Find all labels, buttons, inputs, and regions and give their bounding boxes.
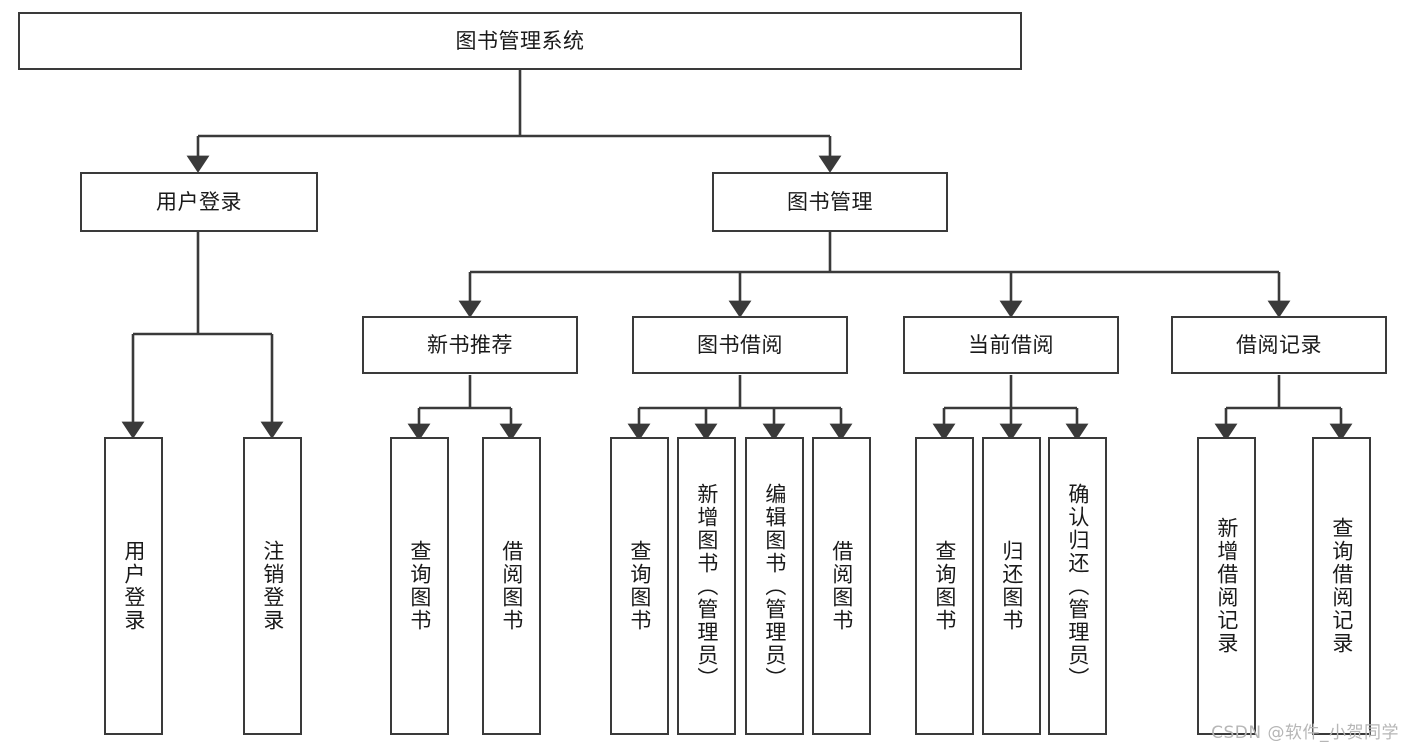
leaf-add-borrow-record[interactable]: 新增借阅记录: [1197, 437, 1256, 735]
leaf-query-book-recommend[interactable]: 查询图书: [390, 437, 449, 735]
node-label: 编辑图书（管理员）: [762, 482, 787, 690]
leaf-logout-login[interactable]: 注销登录: [243, 437, 302, 735]
leaf-add-book[interactable]: 新增图书（管理员）: [677, 437, 736, 735]
node-book-borrow[interactable]: 图书借阅: [632, 316, 848, 374]
node-label: 图书借阅: [697, 332, 783, 357]
node-label: 归还图书: [999, 540, 1024, 632]
leaf-edit-book[interactable]: 编辑图书（管理员）: [745, 437, 804, 735]
leaf-query-book-current[interactable]: 查询图书: [915, 437, 974, 735]
node-label: 图书管理系统: [455, 28, 585, 53]
node-label: 借阅记录: [1236, 332, 1322, 357]
leaf-confirm-return[interactable]: 确认归还（管理员）: [1048, 437, 1107, 735]
node-label: 确认归还（管理员）: [1065, 482, 1090, 690]
node-book-management[interactable]: 图书管理: [712, 172, 948, 232]
node-label: 借阅图书: [829, 540, 854, 632]
node-root-system[interactable]: 图书管理系统: [18, 12, 1022, 70]
node-label: 图书管理: [787, 189, 873, 214]
node-label: 查询借阅记录: [1329, 517, 1354, 655]
leaf-user-login[interactable]: 用户登录: [104, 437, 163, 735]
node-label: 用户登录: [156, 189, 242, 214]
node-borrow-record[interactable]: 借阅记录: [1171, 316, 1387, 374]
node-label: 查询图书: [627, 540, 652, 632]
node-label: 借阅图书: [499, 540, 524, 632]
leaf-borrow-book[interactable]: 借阅图书: [812, 437, 871, 735]
leaf-borrow-book-recommend[interactable]: 借阅图书: [482, 437, 541, 735]
leaf-return-book[interactable]: 归还图书: [982, 437, 1041, 735]
node-label: 查询图书: [407, 540, 432, 632]
csdn-watermark: CSDN @软件_小贺同学: [1211, 723, 1399, 743]
node-label: 注销登录: [260, 540, 285, 632]
node-label: 新增借阅记录: [1214, 517, 1239, 655]
node-current-borrow[interactable]: 当前借阅: [903, 316, 1119, 374]
node-label: 当前借阅: [968, 332, 1054, 357]
node-label: 查询图书: [932, 540, 957, 632]
node-label: 新增图书（管理员）: [694, 482, 719, 690]
node-user-login[interactable]: 用户登录: [80, 172, 318, 232]
node-label: 用户登录: [121, 540, 146, 632]
leaf-query-book-borrow[interactable]: 查询图书: [610, 437, 669, 735]
node-label: 新书推荐: [427, 332, 513, 357]
leaf-query-borrow-record[interactable]: 查询借阅记录: [1312, 437, 1371, 735]
node-new-book-recommend[interactable]: 新书推荐: [362, 316, 578, 374]
